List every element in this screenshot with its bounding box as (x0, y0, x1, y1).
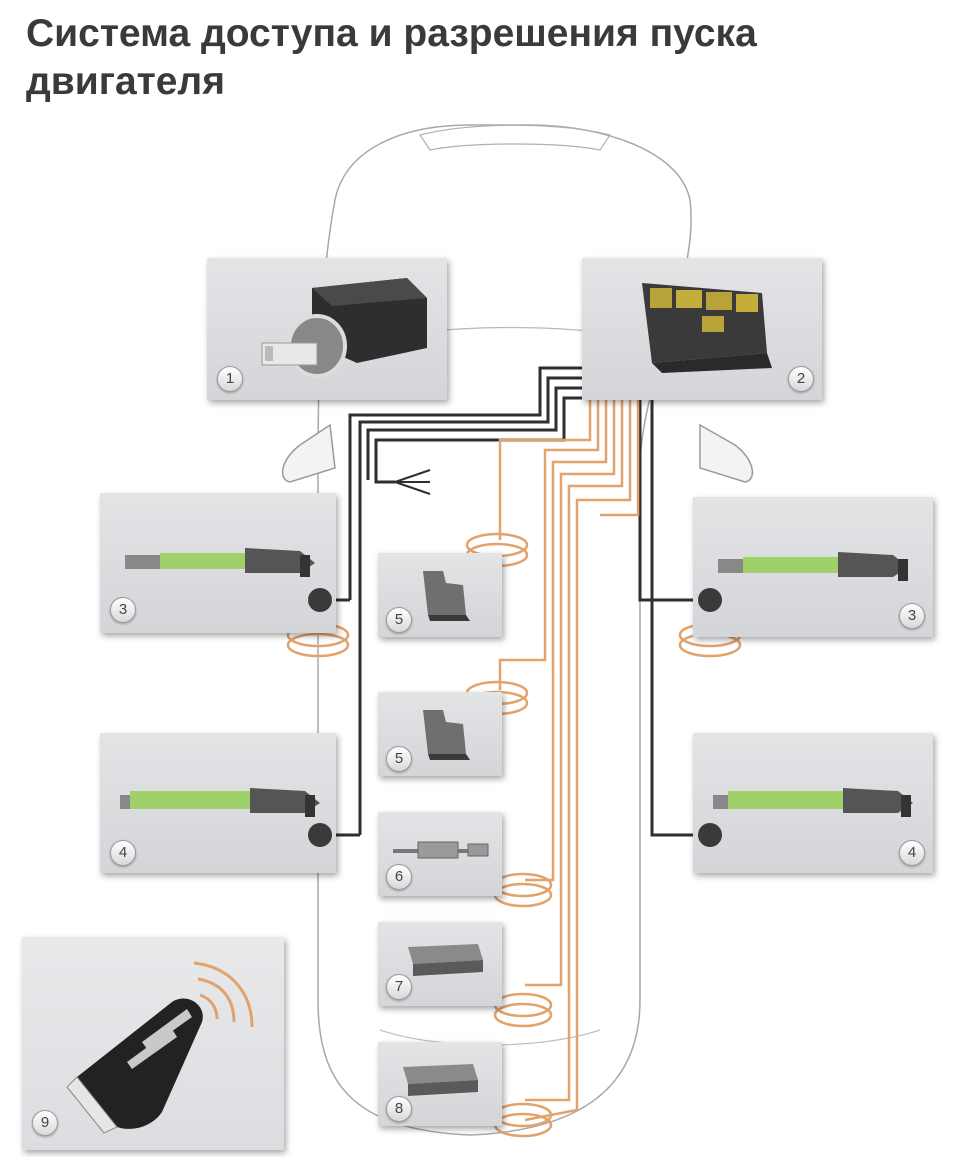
luggage-antenna-icon (408, 944, 483, 976)
component-number-7: 7 (386, 974, 412, 1000)
key-fob-icon (66, 961, 254, 1134)
component-panel-rear-door-handle-right: 4 (693, 733, 933, 873)
door-handle-antenna-icon (125, 548, 315, 577)
radio-waves (193, 961, 254, 1028)
component-number-2: 2 (788, 366, 814, 392)
rear-door-handle-antenna-icon (120, 788, 320, 817)
component-number-5-front: 5 (386, 607, 412, 633)
control-unit-icon (642, 283, 772, 373)
component-panel-interior-antenna-middle: 5 (378, 692, 502, 776)
component-number-3-right: 3 (899, 603, 925, 629)
interior-antenna-icon (423, 571, 470, 621)
component-number-6: 6 (386, 864, 412, 890)
left-mirror (281, 423, 336, 483)
component-number-1: 1 (217, 366, 243, 392)
ignition-lock-icon (261, 278, 427, 378)
car-hood-line (419, 124, 611, 151)
coil-ring (493, 1102, 553, 1138)
component-number-3-left: 3 (110, 597, 136, 623)
right-mirror (699, 423, 754, 483)
bumper-antenna-icon (403, 1064, 478, 1096)
component-number-8: 8 (386, 1096, 412, 1122)
component-panel-bumper-antenna: 8 (378, 1042, 502, 1126)
component-panel-luggage-antenna: 7 (378, 922, 502, 1006)
dark-wiring (335, 366, 700, 837)
component-panel-door-handle-right: 3 (693, 497, 933, 637)
component-number-4-left: 4 (110, 840, 136, 866)
component-panel-ignition-lock: 1 (207, 258, 447, 400)
door-handle-antenna-icon (718, 552, 908, 581)
page-title: Система доступа и разрешения пуска двига… (26, 12, 757, 103)
component-panel-rear-door-handle-left: 4 (100, 733, 336, 873)
component-panel-rear-antenna: 6 (378, 812, 502, 896)
interior-antenna-icon (423, 710, 470, 760)
component-panel-key-fob: 9 (22, 937, 284, 1150)
antenna-fork (394, 469, 431, 495)
rear-door-handle-antenna-icon (713, 788, 913, 817)
rear-antenna-icon (393, 841, 489, 859)
coil-ring (493, 992, 553, 1028)
component-number-9: 9 (32, 1110, 58, 1136)
component-number-5-middle: 5 (386, 746, 412, 772)
component-number-4-right: 4 (899, 840, 925, 866)
car-body-outline (317, 124, 692, 1136)
orange-wiring (498, 398, 640, 1122)
component-panel-control-unit: 2 (582, 258, 822, 400)
component-panel-door-handle-left: 3 (100, 493, 336, 633)
component-panel-interior-antenna-front: 5 (378, 553, 502, 637)
